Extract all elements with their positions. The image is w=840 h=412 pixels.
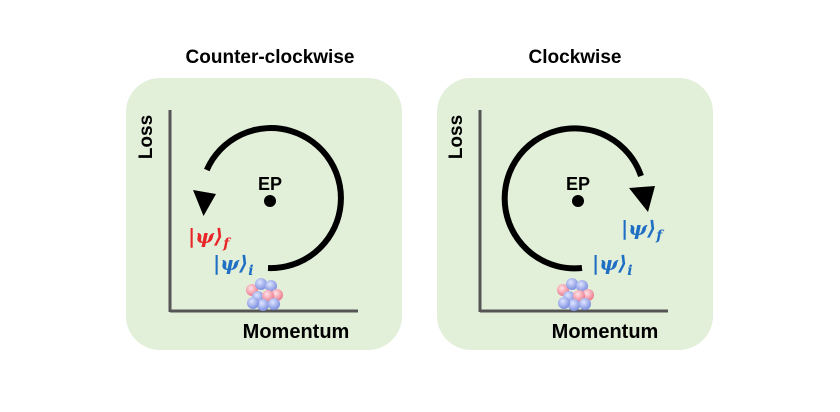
state-final-symbol: |ψ⟩ (621, 216, 656, 240)
arrow-head-icon (193, 190, 216, 216)
state-initial-label: |ψ⟩i (213, 251, 254, 279)
state-final-label: |ψ⟩f (621, 216, 665, 244)
state-initial-subscript: i (248, 263, 253, 279)
panel-title-cw: Clockwise (529, 47, 622, 68)
x-axis-label: Momentum (243, 321, 350, 343)
state-final-subscript: f (655, 228, 665, 244)
panel-background (437, 78, 713, 350)
axes (168, 110, 358, 313)
panel-counter-clockwise: Counter-clockwise Loss Momentum EP |ψ⟩f … (126, 47, 402, 350)
exceptional-point-dot (572, 195, 584, 207)
state-final-subscript: f (222, 236, 232, 252)
y-axis-label: Loss (136, 115, 157, 159)
arrow-head-icon (629, 186, 655, 212)
particle-cluster-icon (246, 278, 283, 311)
state-initial-symbol: |ψ⟩ (592, 251, 627, 275)
particle-cluster-icon (557, 278, 594, 311)
encircling-arrow-path (501, 125, 644, 272)
state-initial-subscript: i (627, 263, 632, 279)
ep-label: EP (566, 174, 590, 194)
panel-clockwise: Clockwise Loss Momentum EP |ψ⟩f |ψ⟩i (437, 47, 713, 350)
panel-title-ccw: Counter-clockwise (186, 47, 355, 68)
state-initial-symbol: |ψ⟩ (213, 251, 248, 275)
x-axis-label: Momentum (552, 321, 659, 343)
exceptional-point-dot (264, 195, 276, 207)
y-axis-label: Loss (446, 115, 467, 159)
state-initial-label: |ψ⟩i (592, 251, 633, 279)
ep-label: EP (258, 174, 282, 194)
state-final-symbol: |ψ⟩ (188, 224, 223, 248)
panel-background (126, 78, 402, 350)
state-final-label: |ψ⟩f (188, 224, 232, 252)
encircling-arrow-path (204, 125, 344, 272)
